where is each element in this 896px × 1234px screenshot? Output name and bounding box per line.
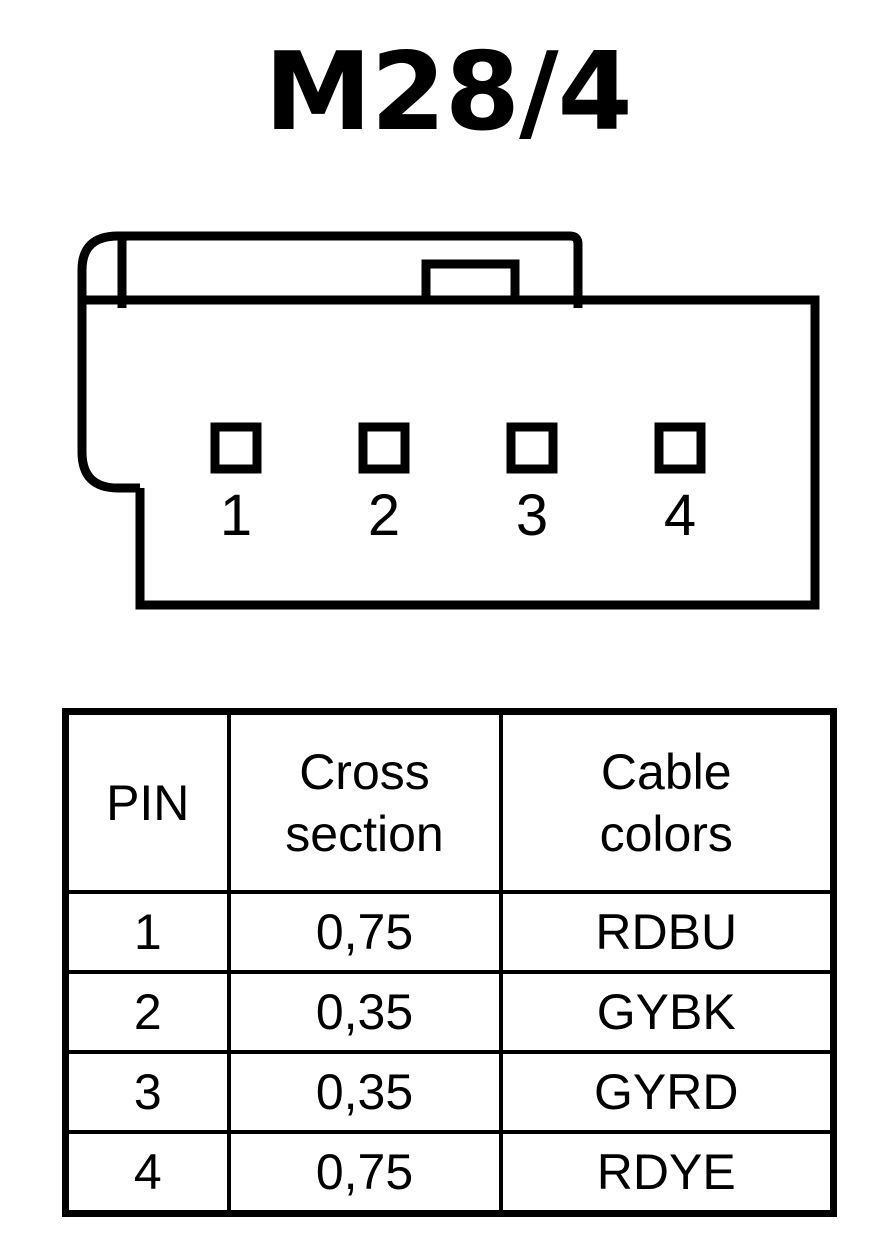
column-header-cable-colors-line-2: colors [599, 805, 733, 862]
page-title: M28/4 [264, 30, 632, 155]
pin-assignment-table: PIN Cross section Cable colors 1 0,75 RD… [62, 708, 837, 1217]
column-header-cross-section: Cross section [226, 709, 503, 894]
pin-cavity-2 [358, 422, 410, 474]
cell-pin: 1 [63, 890, 231, 974]
connector-body-outline [82, 295, 820, 610]
cell-cross-section: 0,75 [226, 890, 503, 974]
connector-left-flange-top-curve [77, 231, 130, 271]
cell-pin: 4 [63, 1130, 231, 1216]
cell-cable-colors: GYRD [498, 1050, 836, 1134]
cell-pin: 3 [63, 1050, 231, 1134]
pin-label-1: 1 [220, 483, 252, 548]
cell-cross-section: 0,35 [226, 970, 503, 1054]
column-header-pin-line-1: PIN [106, 774, 190, 831]
column-header-cable-colors: Cable colors [498, 709, 836, 894]
cell-cable-colors: RDYE [498, 1130, 836, 1216]
table-row: 4 0,75 RDYE [63, 1130, 836, 1216]
table-row: 3 0,35 GYRD [63, 1050, 836, 1134]
column-header-cross-section-line-1: Cross [299, 743, 430, 800]
column-header-cross-section-line-2: section [285, 805, 444, 862]
pin-cavity-3 [506, 422, 558, 474]
cell-cable-colors: GYBK [498, 970, 836, 1054]
cell-pin: 2 [63, 970, 231, 1054]
column-header-cable-colors-line-1: Cable [600, 743, 732, 800]
pin-cavity-4 [654, 422, 706, 474]
connector-diagram: 1 2 3 4 [60, 220, 850, 620]
pin-label-4: 4 [664, 483, 696, 548]
cell-cross-section: 0,35 [226, 1050, 503, 1134]
pin-cavity-1 [210, 422, 262, 474]
column-header-pin: PIN [63, 709, 231, 894]
table-row: 1 0,75 RDBU [63, 890, 836, 974]
table-header-row: PIN Cross section Cable colors [63, 709, 836, 894]
cell-cable-colors: RDBU [498, 890, 836, 974]
connector-left-flange-curve [77, 270, 140, 493]
pin-label-2: 2 [368, 483, 400, 548]
pin-label-3: 3 [516, 483, 548, 548]
latch-tab-icon [421, 259, 520, 300]
table-row: 2 0,35 GYBK [63, 970, 836, 1054]
cell-cross-section: 0,75 [226, 1130, 503, 1216]
